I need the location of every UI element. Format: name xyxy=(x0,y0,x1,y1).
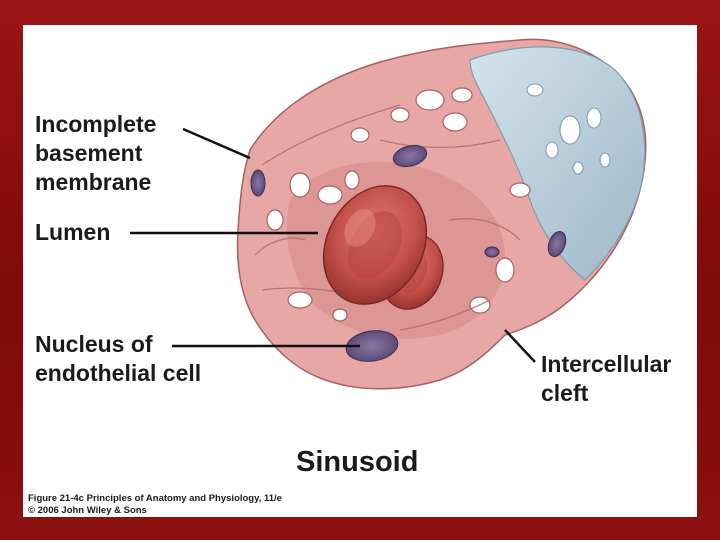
cleft-label-line-1: Intercellular xyxy=(541,353,671,382)
figure-title: Sinusoid xyxy=(296,448,418,477)
caption-line-1: Figure 21-4c Principles of Anatomy and P… xyxy=(28,493,282,505)
incomplete-basement-membrane-label: Incomplete basement membrane xyxy=(35,113,156,200)
basement-leader xyxy=(183,129,250,158)
intercellular-cleft-label: Intercellular cleft xyxy=(541,353,671,411)
lumen-label: Lumen xyxy=(35,221,110,244)
basement-label-line-2: basement xyxy=(35,142,156,171)
cleft-leader xyxy=(505,330,535,362)
cleft-label-line-2: cleft xyxy=(541,382,671,411)
nucleus-label: Nucleus of endothelial cell xyxy=(35,333,201,391)
basement-label-line-3: membrane xyxy=(35,171,156,200)
basement-label-line-1: Incomplete xyxy=(35,113,156,142)
figure-caption: Figure 21-4c Principles of Anatomy and P… xyxy=(28,493,282,517)
nucleus-label-line-2: endothelial cell xyxy=(35,362,201,391)
caption-line-2: © 2006 John Wiley & Sons xyxy=(28,505,282,517)
nucleus-label-line-1: Nucleus of xyxy=(35,333,201,362)
